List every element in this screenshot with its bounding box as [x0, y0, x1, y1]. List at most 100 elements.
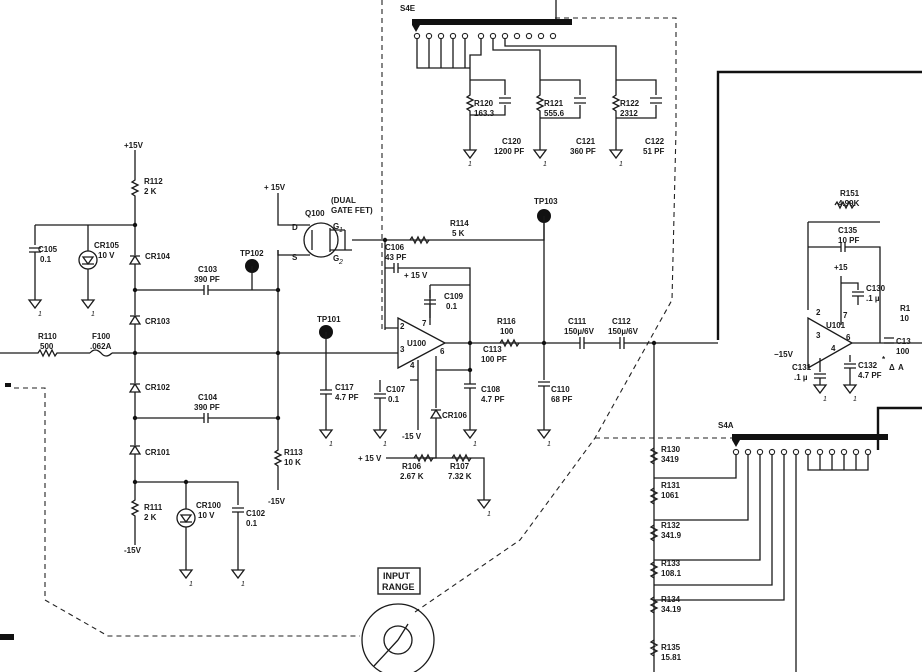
capacitor-c104: [135, 413, 278, 423]
capacitor-c122: [650, 97, 662, 104]
label-r134: R134: [661, 595, 681, 604]
capacitor-c132: [842, 355, 858, 395]
label-value: 43 PF: [385, 253, 406, 262]
label-r130: R130: [661, 445, 681, 454]
label-value: 150µ/6V: [564, 327, 595, 336]
ground-symbol: [532, 145, 548, 160]
label-tp101: TP101: [317, 315, 341, 324]
label-gnd-1: 1: [241, 581, 245, 588]
label-delta: Δ: [889, 363, 895, 372]
switch-s4a-bar: [732, 434, 888, 440]
fuse-f100: [89, 349, 113, 357]
label-c132: C132: [858, 361, 878, 370]
label-pin: 4: [831, 344, 836, 353]
label-r107: R107: [450, 462, 470, 471]
label-value: 5 K: [452, 229, 465, 238]
capacitor-c109: [424, 290, 436, 318]
label-c121: C121: [576, 137, 596, 146]
resistor-r121: [535, 79, 581, 145]
label-value: 2 K: [144, 187, 157, 196]
range-knob-dial[interactable]: [361, 603, 435, 672]
label-cr105: CR105: [94, 241, 119, 250]
label-value: 100: [896, 347, 910, 356]
label-pin: 2: [816, 308, 821, 317]
wire: [653, 342, 718, 672]
label-d: D: [292, 223, 298, 232]
label-value: 4.7 PF: [858, 371, 882, 380]
label-cr104: CR104: [145, 252, 170, 261]
wire: [416, 39, 471, 80]
zener-cr100: [178, 482, 194, 580]
label-value: .1 µ: [866, 294, 880, 303]
label-pin: 7: [422, 319, 427, 328]
label-r112: R112: [144, 177, 163, 186]
label-cr106: CR106: [442, 411, 467, 420]
label-pin: 6: [440, 347, 445, 356]
label-dual: (DUAL: [331, 196, 356, 205]
label-pin: 3: [816, 331, 821, 340]
label-pin: 6: [846, 333, 851, 342]
label-value: 0.1: [388, 395, 400, 404]
label-g2: G: [333, 254, 339, 263]
label-value: 2 K: [144, 513, 157, 522]
label-c112: C112: [612, 317, 631, 326]
label-u100: U100: [407, 339, 427, 348]
label-c113: C113: [483, 345, 502, 354]
label-c135: C135: [838, 226, 858, 235]
label-minus15v: -15V: [124, 546, 142, 555]
ground-symbol: [462, 140, 478, 160]
label-c107: C107: [386, 385, 406, 394]
label-value: 1061: [661, 491, 679, 500]
resistor-r106-r107: [413, 453, 472, 463]
zener-cr105: [81, 225, 95, 300]
switch-arrow: [732, 440, 740, 447]
label-gnd-1: 1: [619, 161, 623, 168]
label-value: 15.81: [661, 653, 682, 662]
label-value: 500: [40, 342, 54, 351]
label-value: 7.32 K: [448, 472, 472, 481]
switch-s4e-contacts: [413, 32, 557, 40]
label-tp103: TP103: [534, 197, 558, 206]
label-u101: U101: [826, 321, 846, 330]
label-c120: C120: [502, 137, 522, 146]
label-plus15v: + 15V: [264, 183, 286, 192]
label-r1: R1: [900, 304, 911, 313]
label-cr100: CR100: [196, 501, 221, 510]
fet-q100: [277, 193, 385, 256]
label-r135: R135: [661, 643, 681, 652]
label-value: 163.3: [474, 109, 495, 118]
label-r113: R113: [284, 448, 303, 457]
label-r110: R110: [38, 332, 57, 341]
label-r122: R122: [620, 99, 640, 108]
label-gnd-1: 1: [823, 396, 827, 403]
label-plus15v: + 15 V: [358, 454, 382, 463]
diode-cr106: [424, 356, 470, 459]
label-value: 390 PF: [194, 403, 220, 412]
resistor-ladder: [649, 447, 659, 657]
label-c13: C13: [896, 337, 911, 346]
label-r151: R151: [840, 189, 860, 198]
label-value: 0.1: [40, 255, 52, 264]
label-gnd-1: 1: [38, 311, 42, 318]
capacitor-c111-c112: [560, 337, 654, 349]
capacitor-c13: [884, 337, 894, 344]
label-minus15v: −15V: [774, 350, 794, 359]
label-value: .1 µ: [794, 373, 808, 382]
label-plus15: +15: [834, 263, 848, 272]
label-plus15v: +15V: [124, 141, 144, 150]
label-minus15v: -15V: [268, 497, 286, 506]
label-value: 10 V: [98, 251, 115, 260]
capacitor-c108: [462, 340, 478, 440]
label-value: 10 PF: [838, 236, 859, 245]
label-c108: C108: [481, 385, 501, 394]
label-value: 51 PF: [643, 147, 664, 156]
capacitor-c102: [135, 481, 246, 580]
label-tp102: TP102: [240, 249, 264, 258]
label-s4a: S4A: [718, 421, 734, 430]
range-knob-pointer[interactable]: [373, 623, 409, 667]
capacitor-c131: [812, 358, 828, 395]
label-input: INPUT: [383, 571, 411, 581]
resistor-r112: [130, 150, 140, 255]
label-sub: 2: [338, 259, 343, 266]
